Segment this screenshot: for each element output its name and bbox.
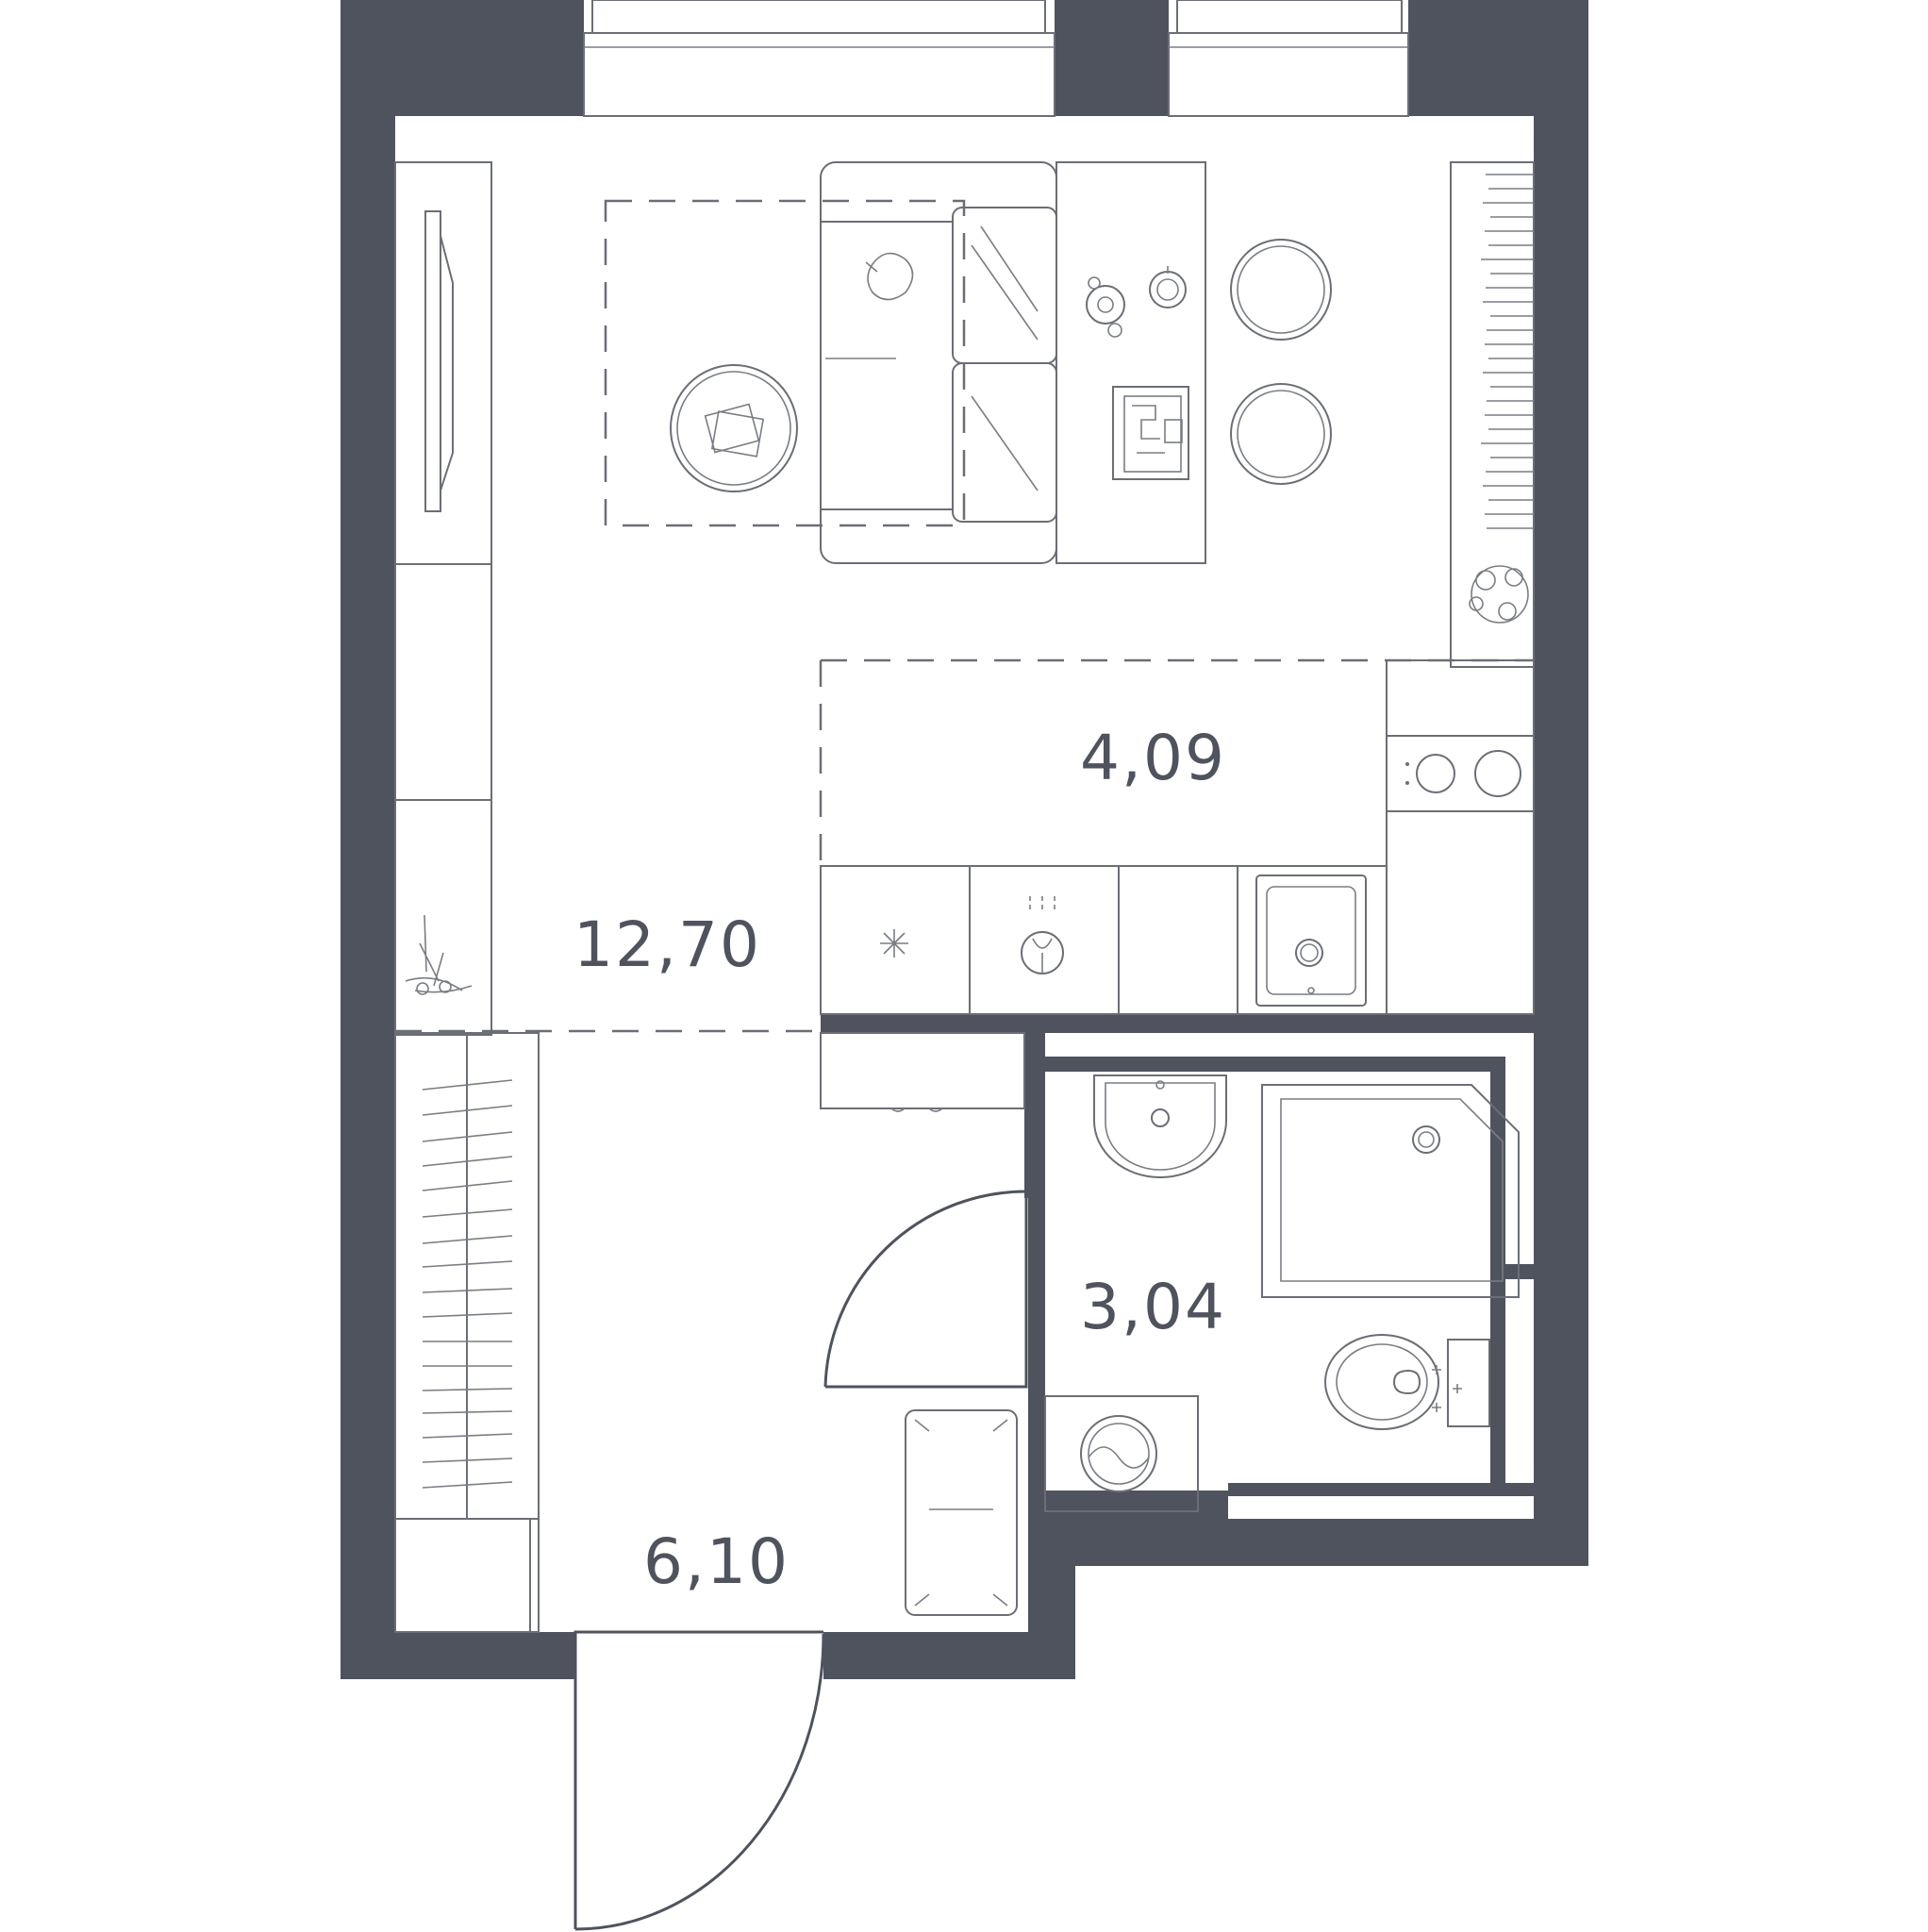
kitchen-counter [820,659,1535,1015]
walls [341,0,1588,1679]
bookshelf [1450,161,1535,668]
hallway-area-label: 6,10 [643,1525,789,1598]
freezer-icon [880,929,908,958]
desk [1055,161,1206,564]
stools [1230,239,1332,485]
coffee-table [670,364,798,492]
toilet [1324,1334,1490,1430]
plant-icon [1469,565,1529,624]
sink-icon [1255,874,1367,1007]
kitchen-area-label: 4,09 [1080,722,1226,794]
plant-decor-icon [405,914,473,995]
bench [905,1409,1018,1616]
cup-icon [1149,266,1187,308]
dishwasher-icon [1021,896,1064,974]
wardrobe [394,1032,540,1520]
tv-unit [394,161,492,1036]
windows [583,0,1409,117]
living-area-label: 12,70 [573,908,761,981]
teapot-icon [1086,276,1125,338]
washbasin [1093,1074,1227,1178]
bathroom-door[interactable] [823,1190,1028,1389]
bathroom-area-label: 3,04 [1080,1271,1226,1343]
laptop-icon [1112,386,1189,480]
shower-tray [1261,1084,1520,1298]
sofa [820,161,1057,564]
washing-machine [1044,1395,1199,1512]
kitchen-zone [819,658,1534,866]
hall-cabinet [820,1032,1025,1112]
rug [604,199,966,527]
entrance-door[interactable] [573,1630,825,1931]
shoe-cabinet [394,1518,540,1633]
